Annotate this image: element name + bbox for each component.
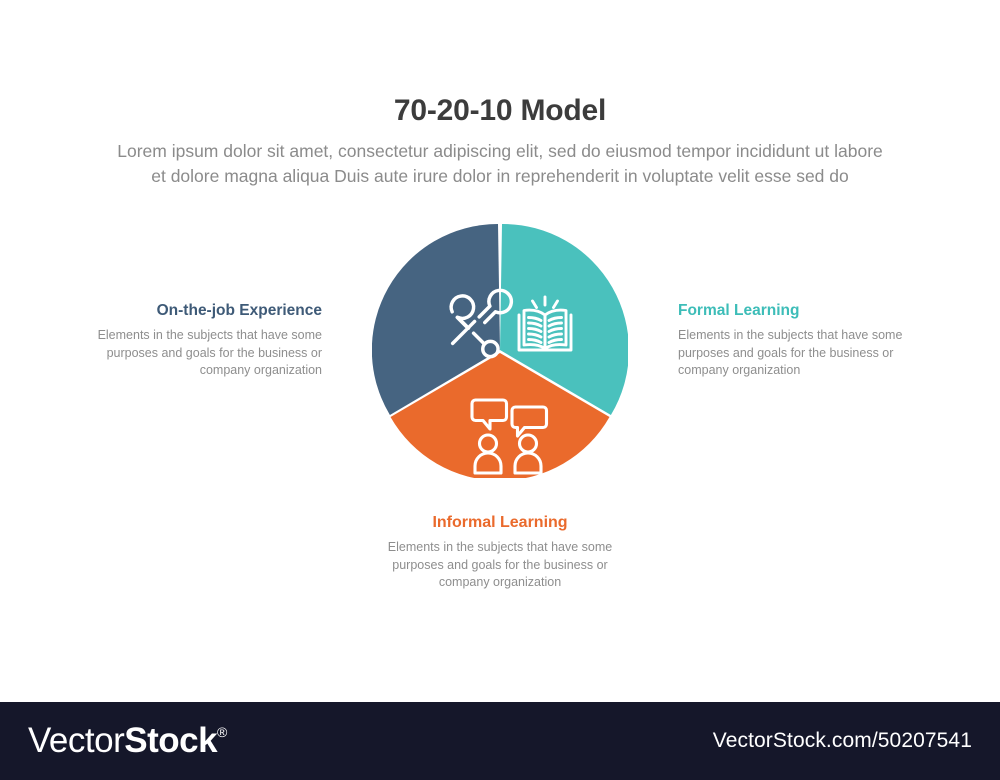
subtitle-line-2: et dolore magna aliqua Duis aute irure d… bbox=[151, 166, 849, 186]
watermark-url: VectorStock.com/50207541 bbox=[712, 729, 972, 752]
segment-title-on-the-job-experience: On-the-job Experience bbox=[156, 302, 322, 319]
segment-label-formal-learning[interactable]: Formal Learning Elements in the subjects… bbox=[678, 300, 940, 380]
segment-title-informal-learning: Informal Learning bbox=[432, 514, 568, 531]
pie-slice-informal-learning[interactable] bbox=[390, 353, 610, 478]
crossed-tools-icon bbox=[449, 288, 514, 359]
subtitle-line-1: Lorem ipsum dolor sit amet, consectetur … bbox=[117, 141, 883, 161]
segment-label-on-the-job-experience[interactable]: On-the-job Experience Elements in the su… bbox=[60, 300, 322, 380]
segment-description-formal-learning: Elements in the subjects that have some … bbox=[678, 328, 903, 377]
segment-title-formal-learning: Formal Learning bbox=[678, 302, 800, 319]
page-title: 70-20-10 Model bbox=[393, 94, 607, 127]
open-book-icon bbox=[517, 295, 573, 352]
header: 70-20-10 Model Lorem ipsum dolor sit ame… bbox=[0, 92, 1000, 189]
segment-description-informal-learning: Elements in the subjects that have some … bbox=[387, 540, 613, 589]
page-subtitle: Lorem ipsum dolor sit amet, consectetur … bbox=[0, 139, 1000, 189]
segment-description-on-the-job-experience: Elements in the subjects that have some … bbox=[97, 328, 322, 377]
logo-text-stock: Stock bbox=[124, 721, 218, 760]
registered-trademark-icon: ® bbox=[217, 724, 227, 740]
segment-label-informal-learning[interactable]: Informal Learning Elements in the subjec… bbox=[369, 512, 631, 592]
logo-text-vector: Vector bbox=[28, 721, 125, 760]
pie-chart bbox=[372, 222, 628, 478]
people-speech-bubbles-icon bbox=[470, 398, 549, 475]
pie-slice-formal-learning[interactable] bbox=[500, 223, 628, 415]
pie-slice-on-the-job-experience[interactable] bbox=[372, 223, 500, 415]
